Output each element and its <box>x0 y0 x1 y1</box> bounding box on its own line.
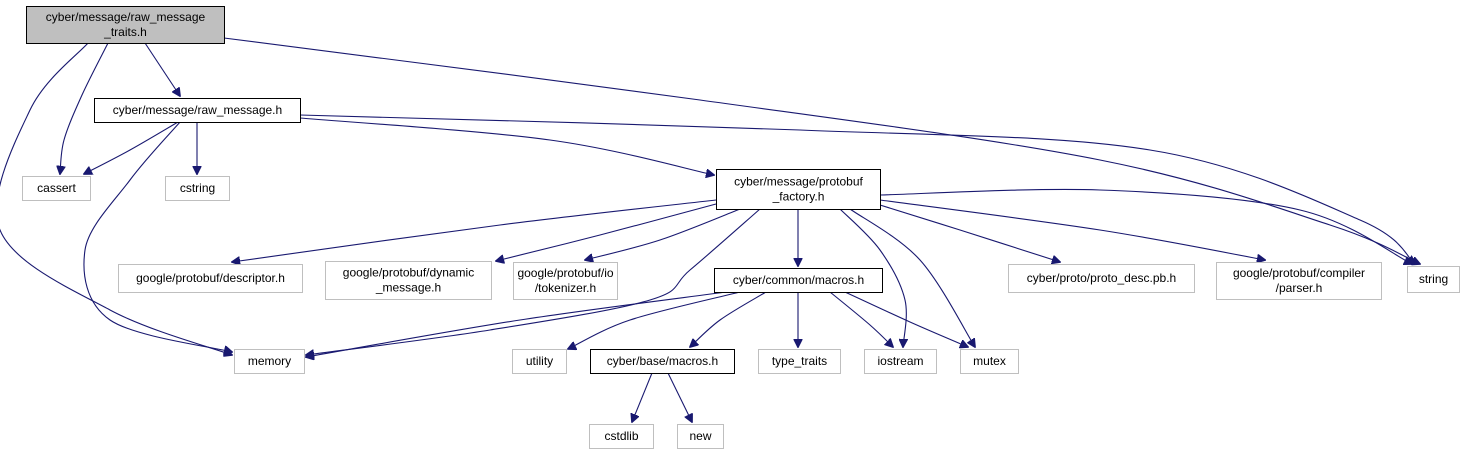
node-box <box>590 349 735 374</box>
edge-protobuf-factory-to-iostream <box>839 208 906 347</box>
node-box <box>677 424 724 449</box>
node-label: cyber/common/macros.h <box>733 273 864 287</box>
node-box <box>512 349 567 374</box>
edge-protobuf-factory-to-string <box>879 188 1412 264</box>
edges-layer <box>0 37 1420 422</box>
node-iostream: iostream <box>864 349 937 374</box>
node-string: string <box>1407 266 1460 293</box>
node-label: cyber/base/macros.h <box>607 354 718 368</box>
edge-common-macros-to-memory <box>306 291 727 357</box>
node-mutex: mutex <box>960 349 1019 374</box>
node-box <box>864 349 937 374</box>
edge-protobuf-factory-to-descriptor <box>232 199 717 262</box>
edge-base-macros-to-cstdlib <box>632 372 653 422</box>
node-label: /tokenizer.h <box>535 281 596 295</box>
node-cassert: cassert <box>22 176 91 201</box>
node-label: utility <box>526 354 553 368</box>
node-label: /parser.h <box>1276 281 1323 295</box>
node-label: iostream <box>877 354 923 368</box>
node-base-macros[interactable]: cyber/base/macros.h <box>590 349 735 374</box>
node-box <box>960 349 1019 374</box>
node-box <box>165 176 230 201</box>
node-label: cyber/message/protobuf <box>734 175 863 189</box>
edge-common-macros-to-base-macros <box>690 291 767 347</box>
node-box <box>22 176 91 201</box>
node-box <box>118 264 303 293</box>
node-new: new <box>677 424 724 449</box>
node-cstring: cstring <box>165 176 230 201</box>
node-box <box>234 349 305 374</box>
node-box <box>1008 264 1195 293</box>
node-raw-message[interactable]: cyber/message/raw_message.h <box>94 98 301 123</box>
node-label: cassert <box>37 181 76 195</box>
edge-common-macros-to-utility <box>568 291 741 349</box>
node-parser: google/protobuf/compiler/parser.h <box>1216 262 1382 300</box>
edge-protobuf-factory-to-tokenizer <box>585 208 741 260</box>
node-type-traits: type_traits <box>758 349 841 374</box>
edge-protobuf-factory-to-dynamic-message <box>496 203 717 261</box>
edge-common-macros-to-iostream <box>829 291 893 347</box>
node-common-macros[interactable]: cyber/common/macros.h <box>714 268 883 293</box>
node-box <box>26 6 225 44</box>
edge-raw-message-to-protobuf-factory <box>299 117 714 175</box>
edge-raw-message-to-memory <box>83 121 232 352</box>
node-label: google/protobuf/descriptor.h <box>136 271 285 285</box>
node-box <box>589 424 654 449</box>
node-label: google/protobuf/io <box>517 266 613 280</box>
edge-raw-message-to-cassert <box>84 121 179 174</box>
node-dynamic-message: google/protobuf/dynamic_message.h <box>325 261 492 300</box>
node-label: cstring <box>180 181 215 195</box>
node-box <box>1407 266 1460 293</box>
edge-raw-message-traits-to-raw-message <box>144 42 180 96</box>
node-memory: memory <box>234 349 305 374</box>
node-box <box>325 261 492 300</box>
edge-protobuf-factory-to-memory <box>306 208 761 355</box>
edge-protobuf-factory-to-mutex <box>849 208 975 347</box>
node-box <box>94 98 301 123</box>
edge-raw-message-traits-to-memory <box>0 42 232 355</box>
edge-base-macros-to-new <box>667 372 692 422</box>
node-box <box>714 268 883 293</box>
node-label: mutex <box>973 354 1006 368</box>
node-label: _factory.h <box>772 190 825 204</box>
node-label: cstdlib <box>604 429 638 443</box>
node-label: google/protobuf/compiler <box>1233 266 1365 280</box>
nodes-layer: cyber/message/raw_message_traits.hcyber/… <box>22 6 1460 449</box>
node-label: cyber/message/raw_message <box>46 10 206 24</box>
edge-common-macros-to-mutex <box>844 291 968 347</box>
node-raw-message-traits[interactable]: cyber/message/raw_message_traits.h <box>26 6 225 44</box>
edge-raw-message-traits-to-cassert <box>60 42 109 174</box>
node-utility: utility <box>512 349 567 374</box>
node-descriptor: google/protobuf/descriptor.h <box>118 264 303 293</box>
node-label: cyber/proto/proto_desc.pb.h <box>1027 271 1176 285</box>
edge-raw-message-to-string <box>299 114 1415 264</box>
node-label: new <box>689 429 711 443</box>
node-tokenizer: google/protobuf/io/tokenizer.h <box>513 262 618 300</box>
edge-raw-message-traits-to-string <box>223 37 1420 264</box>
node-box <box>513 262 618 300</box>
node-label: type_traits <box>772 354 827 368</box>
node-label: _message.h <box>375 281 441 295</box>
edge-protobuf-factory-to-parser <box>879 199 1265 260</box>
node-label: memory <box>248 354 291 368</box>
node-box <box>1216 262 1382 300</box>
node-proto-desc: cyber/proto/proto_desc.pb.h <box>1008 264 1195 293</box>
node-label: cyber/message/raw_message.h <box>113 103 282 117</box>
node-label: string <box>1419 272 1448 286</box>
node-cstdlib: cstdlib <box>589 424 654 449</box>
node-label: _traits.h <box>103 25 147 39</box>
node-protobuf-factory[interactable]: cyber/message/protobuf_factory.h <box>716 169 881 210</box>
node-box <box>758 349 841 374</box>
edge-protobuf-factory-to-proto-desc <box>879 204 1060 262</box>
node-box <box>716 169 881 210</box>
node-label: google/protobuf/dynamic <box>343 266 474 280</box>
